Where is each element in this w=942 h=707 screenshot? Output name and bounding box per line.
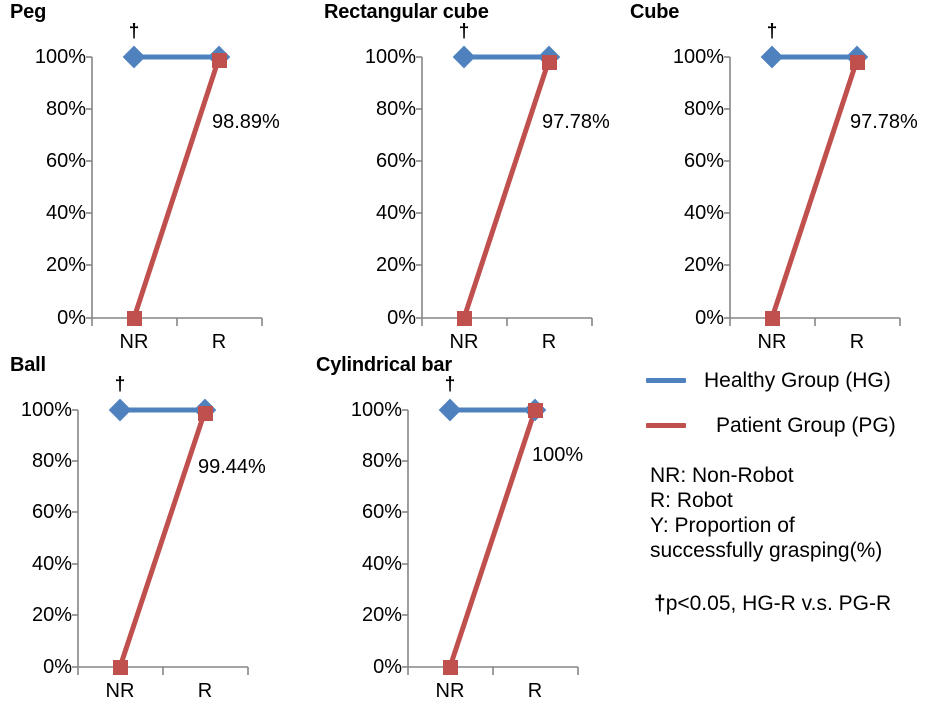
panel-title: Cube xyxy=(630,1,680,23)
y-tick-label: 100% xyxy=(350,399,402,421)
significance-dagger: † xyxy=(444,374,456,395)
legend-note-r: R: Robot xyxy=(650,489,733,512)
legend-significance-note: †p<0.05, HG-R v.s. PG-R xyxy=(654,591,891,616)
plot-area-cylindrical-bar xyxy=(402,398,579,675)
significance-dagger: † xyxy=(766,21,778,42)
marker-patient-r xyxy=(850,55,865,70)
legend-swatch-patient-icon xyxy=(646,423,686,428)
series-line-patient xyxy=(461,59,552,319)
y-tick-label: 40% xyxy=(31,553,72,575)
panel-title: Cylindrical bar xyxy=(316,354,452,376)
panel-ball: Ball † 100% 80% 60% 40% 20% 0% NR R 99.4… xyxy=(0,353,310,706)
y-tick-label: 20% xyxy=(31,604,72,626)
marker-patient-nr xyxy=(127,311,142,326)
marker-patient-nr xyxy=(113,660,128,675)
y-tick-label: 60% xyxy=(683,150,724,172)
y-tick-label: 20% xyxy=(683,254,724,276)
marker-patient-nr xyxy=(457,311,472,326)
legend-note-nr: NR: Non-Robot xyxy=(650,464,794,487)
y-tick-label: 60% xyxy=(31,501,72,523)
y-tick-label: 60% xyxy=(375,150,416,172)
marker-patient-nr xyxy=(765,311,780,326)
y-tick-label: 60% xyxy=(45,150,86,172)
y-tick-label: 0% xyxy=(387,307,416,329)
y-tick-label: 0% xyxy=(695,307,724,329)
y-tick-label: 80% xyxy=(361,450,402,472)
y-tick-label: 100% xyxy=(20,399,72,421)
plot-area-cube xyxy=(724,45,901,326)
x-tick-label-nr: NR xyxy=(435,680,465,702)
y-tick-label: 40% xyxy=(361,553,402,575)
panel-title: Rectangular cube xyxy=(324,1,489,23)
marker-patient-r xyxy=(528,403,543,418)
y-tick-label: 100% xyxy=(364,46,416,68)
legend-block: Healthy Group (HG) Patient Group (PG) NR… xyxy=(620,353,942,707)
panel-title: Peg xyxy=(10,1,47,23)
data-label-patient-r: 98.89% xyxy=(212,111,280,133)
y-tick-label: 0% xyxy=(57,307,86,329)
legend-item-patient[interactable]: Patient Group (PG) xyxy=(646,411,936,441)
marker-healthy-nr xyxy=(438,398,462,422)
y-tick-label: 80% xyxy=(31,450,72,472)
y-tick-label: 40% xyxy=(375,202,416,224)
y-tick-label: 60% xyxy=(361,501,402,523)
significance-dagger: † xyxy=(128,21,140,42)
panel-title: Ball xyxy=(10,354,46,376)
y-tick-label: 80% xyxy=(45,98,86,120)
y-tick-label: 20% xyxy=(45,254,86,276)
legend-label-healthy: Healthy Group (HG) xyxy=(704,369,891,392)
series-line-patient xyxy=(769,59,860,319)
x-tick-label-r: R xyxy=(541,331,557,353)
marker-healthy-nr xyxy=(108,398,132,422)
y-tick-label: 80% xyxy=(683,98,724,120)
x-tick-label-r: R xyxy=(211,331,227,353)
marker-patient-r xyxy=(212,53,227,68)
y-tick-label: 80% xyxy=(375,98,416,120)
legend-swatch-healthy-icon xyxy=(646,378,686,383)
panel-cylindrical-bar: Cylindrical bar † 100% 80% 60% 40% 20% 0… xyxy=(310,353,620,706)
legend-note-y: Y: Proportion of xyxy=(650,514,795,537)
plot-area-peg xyxy=(86,45,263,326)
marker-patient-r xyxy=(198,406,213,421)
x-tick-label-r: R xyxy=(849,331,865,353)
legend-note-y-cont: successfully grasping(%) xyxy=(650,539,883,562)
y-tick-label: 20% xyxy=(361,604,402,626)
legend-item-healthy[interactable]: Healthy Group (HG) xyxy=(646,366,936,396)
x-tick-label-nr: NR xyxy=(757,331,787,353)
data-label-patient-r: 97.78% xyxy=(850,111,918,133)
marker-patient-nr xyxy=(443,660,458,675)
x-tick-label-nr: NR xyxy=(449,331,479,353)
marker-healthy-nr xyxy=(452,45,476,69)
significance-dagger: † xyxy=(458,21,470,42)
panel-rectangular-cube: Rectangular cube † 100% 80% 60% 40% 20% … xyxy=(310,0,620,353)
legend-label-patient: Patient Group (PG) xyxy=(716,414,896,437)
y-tick-label: 40% xyxy=(683,202,724,224)
series-line-patient xyxy=(447,409,538,668)
marker-healthy-nr xyxy=(122,45,146,69)
data-label-patient-r: 97.78% xyxy=(542,111,610,133)
y-tick-label: 0% xyxy=(373,656,402,678)
y-tick-label: 40% xyxy=(45,202,86,224)
series-line-patient xyxy=(117,410,208,668)
significance-text: p<0.05, HG-R v.s. PG-R xyxy=(665,592,892,615)
significance-dagger: † xyxy=(114,374,126,395)
plot-area-rectangular-cube xyxy=(416,45,593,326)
marker-healthy-nr xyxy=(760,45,784,69)
plot-area-ball xyxy=(72,398,249,675)
y-tick-label: 100% xyxy=(672,46,724,68)
panel-cube: Cube † 100% 80% 60% 40% 20% 0% NR R 97.7… xyxy=(620,0,930,353)
panel-peg: Peg † 100% 80% 60% 40% 20% 0% NR R 98.89… xyxy=(0,0,310,353)
data-label-patient-r: 99.44% xyxy=(198,456,266,478)
x-tick-label-nr: NR xyxy=(105,680,135,702)
x-tick-label-nr: NR xyxy=(119,331,149,353)
x-tick-label-r: R xyxy=(527,680,543,702)
y-tick-label: 20% xyxy=(375,254,416,276)
significance-dagger-icon: † xyxy=(654,592,666,615)
series-line-patient xyxy=(131,57,222,319)
marker-patient-r xyxy=(542,55,557,70)
data-label-patient-r: 100% xyxy=(532,444,584,466)
y-tick-label: 0% xyxy=(43,656,72,678)
y-tick-label: 100% xyxy=(34,46,86,68)
x-tick-label-r: R xyxy=(197,680,213,702)
